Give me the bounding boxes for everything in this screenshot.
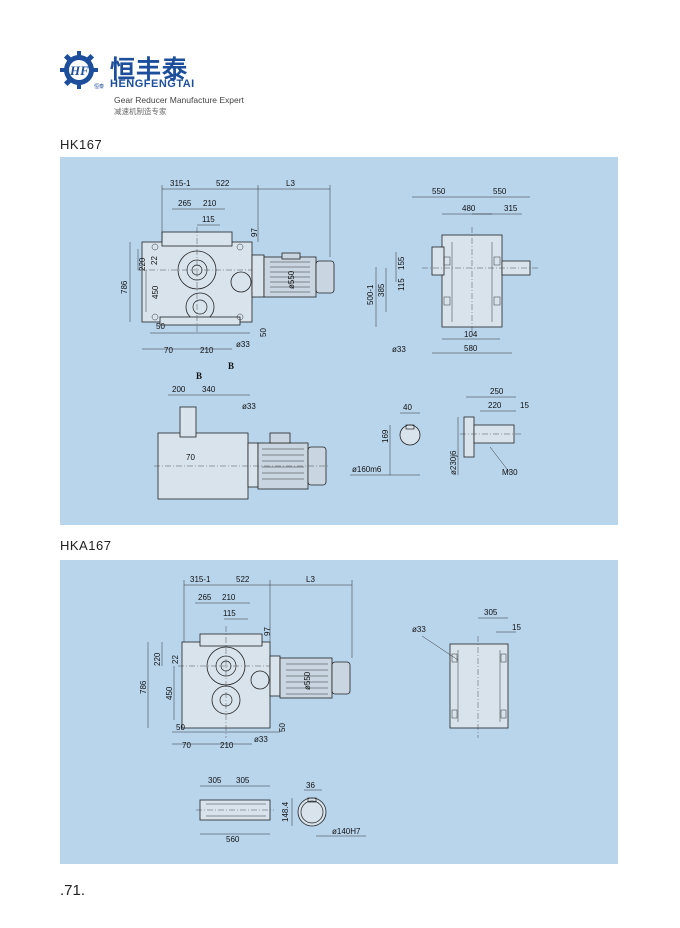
dim-text: 315	[504, 204, 518, 213]
dim-text: 580	[464, 344, 478, 353]
dim-text: 210	[203, 199, 217, 208]
dim-text: 450	[165, 686, 174, 700]
brand-name-cn: 恒丰泰	[110, 55, 189, 84]
dim-text: ø550	[287, 270, 296, 289]
drawing-panel-hk167: 315-1 522 L3 265 210 115 220 22 786 450 …	[60, 157, 618, 525]
dim-text: 50	[176, 723, 185, 732]
dim-text: 305	[484, 608, 498, 617]
dim-text: 220	[488, 401, 502, 410]
tagline-en: Gear Reducer Manufacture Expert	[114, 95, 244, 105]
dim-text: 550	[493, 187, 507, 196]
dim-text: 36	[306, 781, 315, 790]
front-view-motor	[251, 252, 335, 298]
dim-text: ø33	[392, 345, 406, 354]
dim-text: 70	[186, 453, 195, 462]
company-logo: HF	[57, 50, 107, 92]
dim-text: 315-1	[170, 179, 191, 188]
dim-text: 340	[202, 385, 216, 394]
dim-text: 265	[198, 593, 212, 602]
dim-text: L3	[306, 575, 315, 584]
gear-logo-icon: HF	[60, 51, 98, 89]
section-title-hk167: HK167	[60, 137, 103, 152]
dim-text: 115	[202, 215, 215, 224]
dim-text: 22	[171, 655, 180, 664]
dim-text: 522	[236, 575, 250, 584]
dim-text: ø33	[236, 340, 250, 349]
flange-drawing	[457, 396, 522, 475]
dim-text: 786	[120, 280, 129, 294]
dim-text: ø140H7	[332, 827, 361, 836]
dim-text: ø550	[303, 671, 312, 690]
brand-name-en: HENGFENGTAI	[110, 78, 195, 90]
dim-text: 550	[432, 187, 446, 196]
logo-mark-text: HF	[69, 63, 89, 78]
bore-drawing	[291, 789, 366, 837]
section-title-hka167: HKA167	[60, 538, 112, 553]
dim-text: 305	[236, 776, 250, 785]
dim-text: 450	[151, 285, 160, 299]
dim-text: 169	[381, 429, 390, 443]
dim-text: 522	[216, 179, 230, 188]
dim-text: 315-1	[190, 575, 211, 584]
front-view-gearbox	[178, 626, 351, 738]
view-b-label: B	[196, 371, 202, 381]
logo-small-text: 恒泰	[94, 84, 105, 90]
dim-text: 104	[464, 330, 478, 339]
shaft-end-drawing	[350, 412, 421, 476]
view-marker-b: B	[228, 361, 234, 371]
dim-text: 385	[377, 283, 386, 297]
dim-text: 560	[226, 835, 240, 844]
dim-text: 50	[156, 322, 165, 331]
technical-drawing-hka167: 315-1 522 L3 265 210 115 220 22 786 450 …	[139, 575, 521, 844]
dim-text: 70	[182, 741, 191, 750]
dim-text: 22	[150, 256, 159, 265]
dim-text: 70	[164, 346, 173, 355]
dim-text: 40	[403, 403, 412, 412]
side-view-gearbox	[421, 617, 516, 738]
dim-text: ø33	[412, 625, 426, 634]
side-view-gearbox	[422, 227, 540, 337]
dim-text: 97	[263, 627, 272, 636]
tagline-cn: 减速机制造专家	[114, 107, 167, 116]
dim-text: 210	[220, 741, 234, 750]
front-view-gearbox	[138, 227, 260, 332]
dim-text: ø230j6	[449, 450, 458, 475]
drawing-panel-hka167: 315-1 522 L3 265 210 115 220 22 786 450 …	[60, 560, 618, 864]
dim-text: 50	[278, 723, 287, 732]
dim-text: 15	[520, 401, 529, 410]
dim-text: ø33	[242, 402, 256, 411]
technical-drawing-hk167: 315-1 522 L3 265 210 115 220 22 786 450 …	[120, 179, 540, 500]
dim-text: 250	[490, 387, 504, 396]
hollow-shaft-drawing	[196, 785, 274, 835]
dim-text: 265	[178, 199, 192, 208]
dim-text: L3	[286, 179, 295, 188]
dim-text: 97	[250, 228, 259, 237]
dim-text: ø160m6	[352, 465, 382, 474]
dim-text: 15	[512, 623, 521, 632]
dim-text: 155	[397, 256, 406, 270]
dim-text: 500-1	[366, 284, 375, 305]
view-b-gearbox	[154, 406, 330, 500]
page-number: .71.	[60, 882, 86, 899]
dim-text: ø33	[254, 735, 268, 744]
dim-text: 220	[153, 652, 162, 666]
dim-text: 115	[397, 278, 406, 291]
dim-text: 480	[462, 204, 476, 213]
dim-text: 210	[200, 346, 214, 355]
dim-text: 786	[139, 680, 148, 694]
dim-text: 220	[138, 257, 147, 271]
dim-text: M30	[502, 468, 518, 477]
dim-text: 148.4	[281, 801, 290, 822]
dim-text: 200	[172, 385, 186, 394]
dim-text: 210	[222, 593, 236, 602]
dim-text: 115	[223, 609, 236, 618]
dim-text: 305	[208, 776, 222, 785]
dim-text: 50	[259, 328, 268, 337]
